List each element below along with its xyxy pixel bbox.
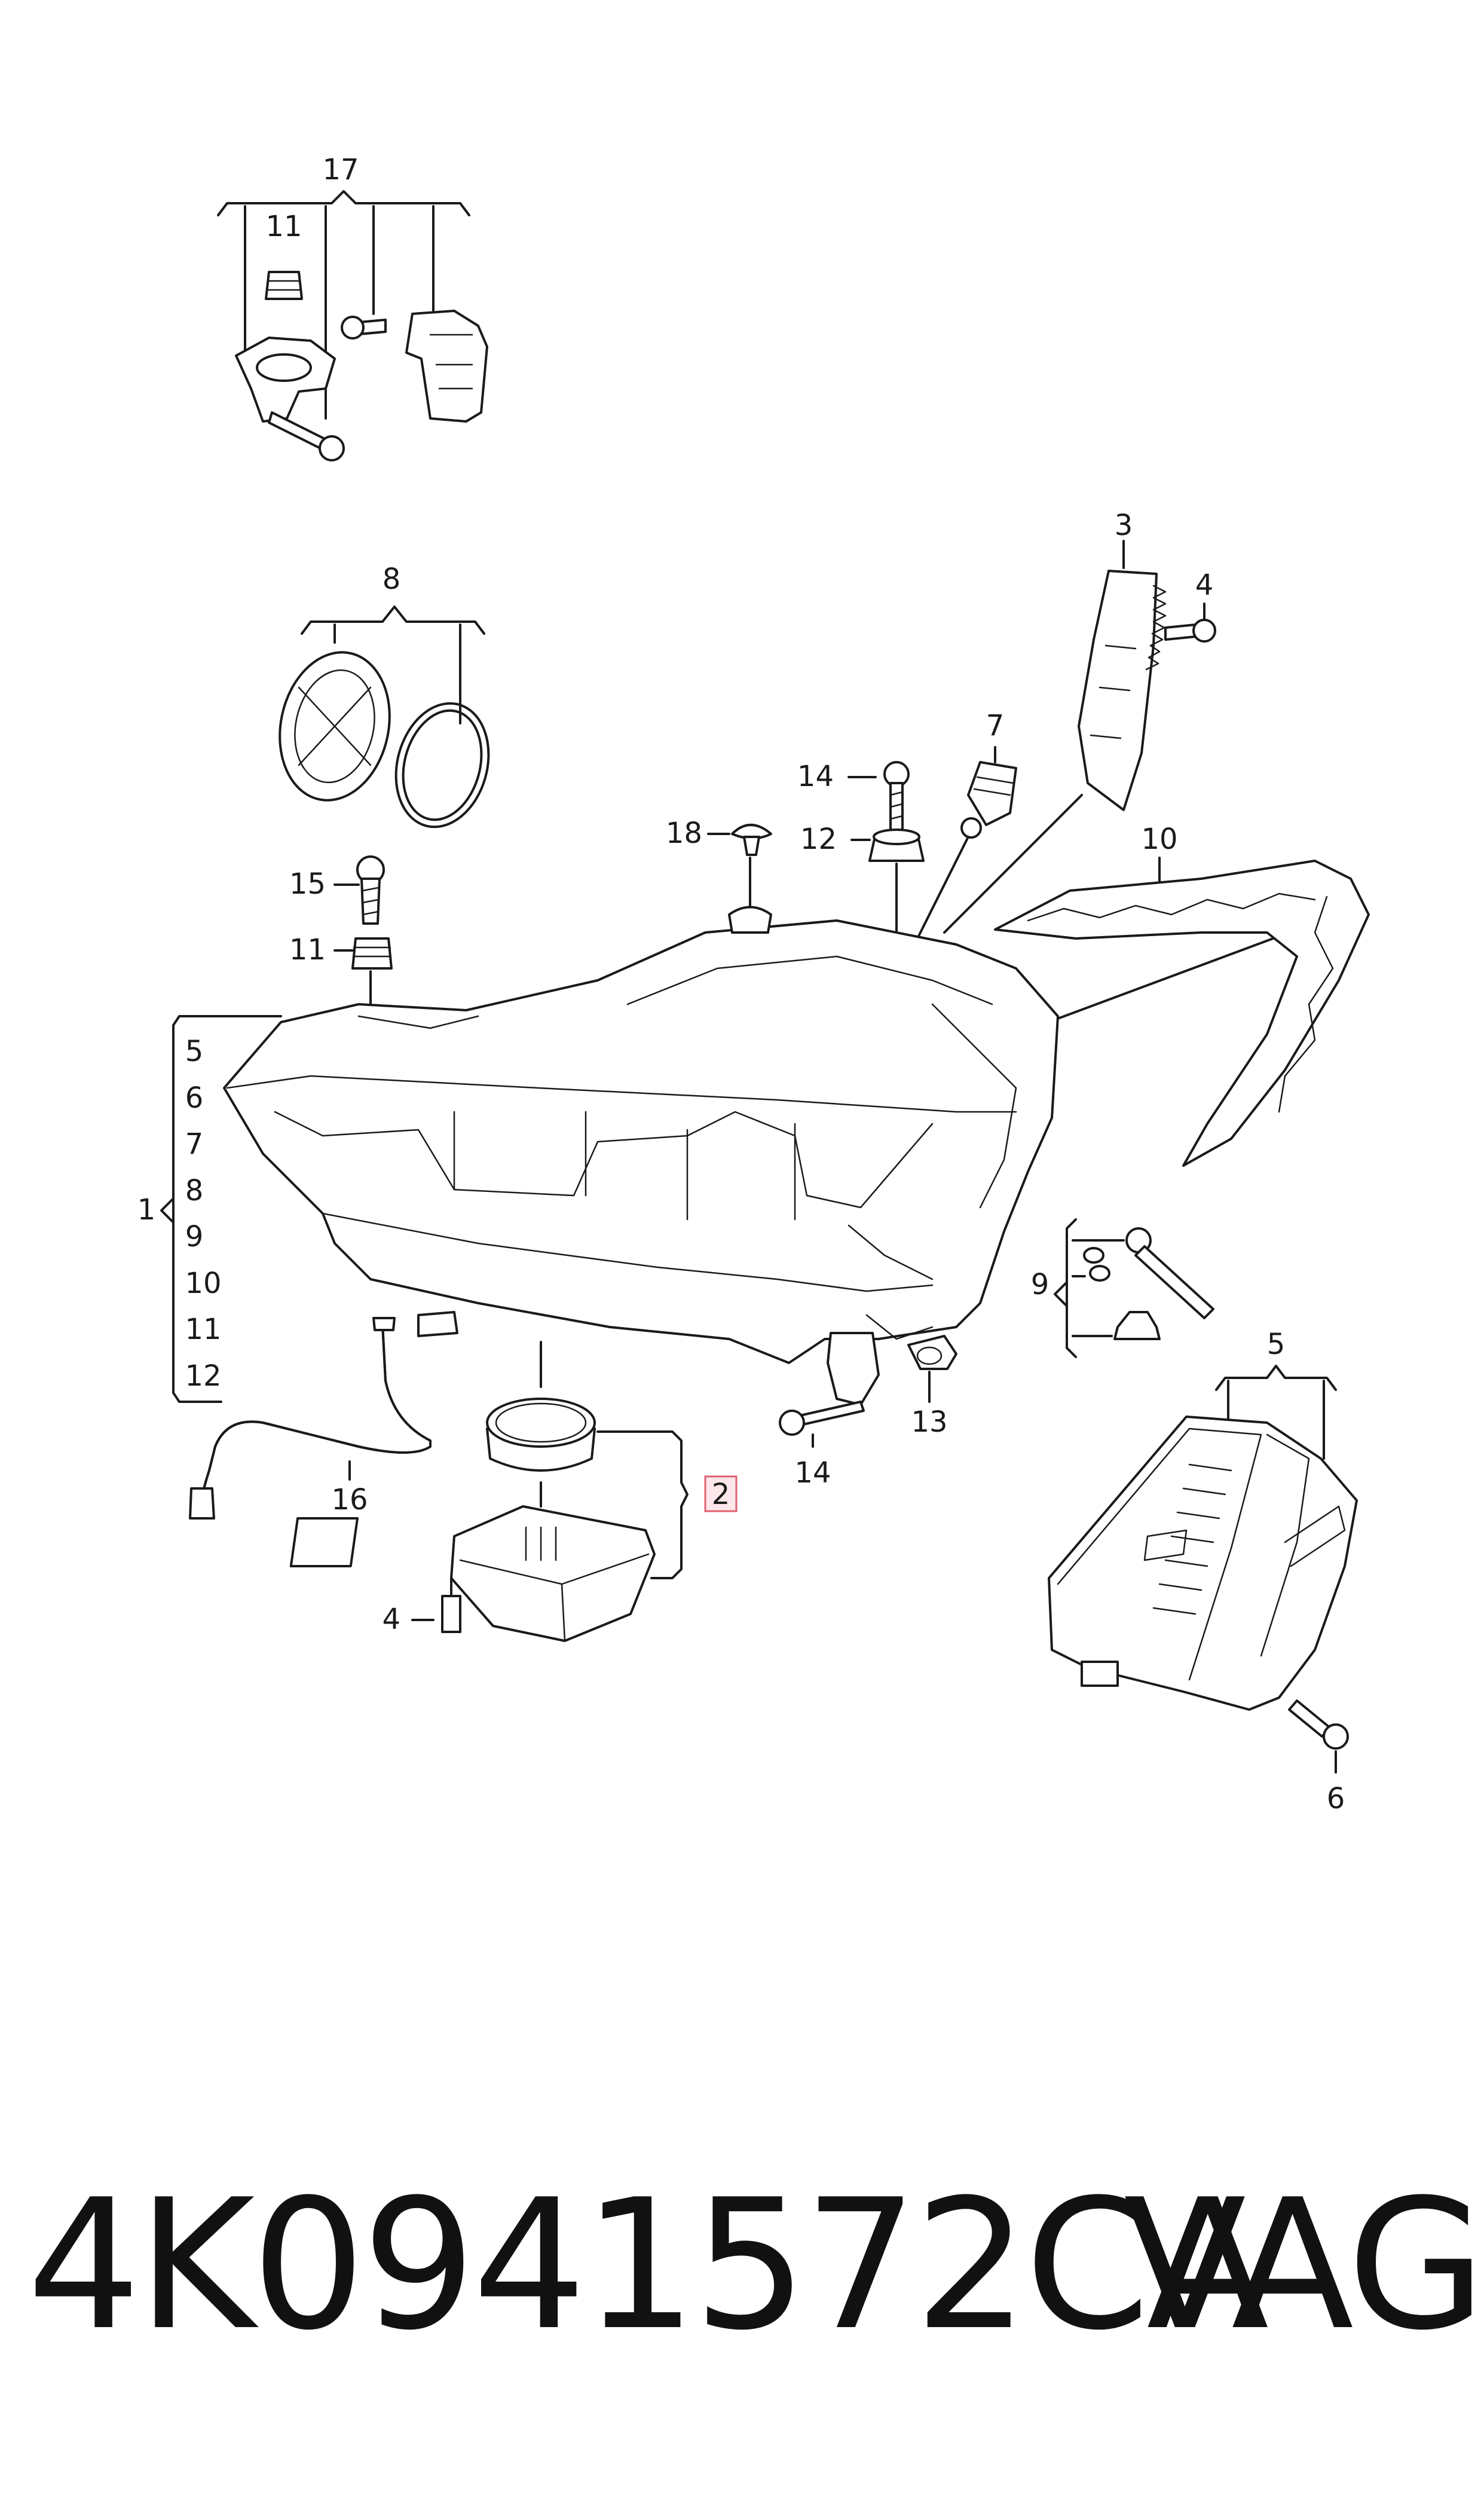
callout-16: 16 (331, 1483, 368, 1517)
callout-1-list-11: 11 (185, 1313, 221, 1346)
callout-1-list-12: 12 (185, 1359, 221, 1393)
assembly-8 (279, 606, 490, 829)
callout-17: 17 (322, 153, 359, 187)
callout-1-list-9: 9 (185, 1220, 204, 1254)
callout-13: 13 (911, 1405, 947, 1439)
callout-15: 15 (289, 867, 326, 901)
assembly-2 (289, 1341, 738, 1642)
callout-1-list-6: 6 (185, 1081, 204, 1115)
callout-1-list-7: 7 (185, 1127, 204, 1161)
callout-10-right: 10 (1141, 823, 1177, 856)
callout-1-list-8: 8 (185, 1174, 204, 1207)
part-7-adjuster (916, 746, 1017, 940)
part-14-12-top (847, 761, 925, 934)
assembly-17 (217, 190, 488, 461)
callout-12-top: 12 (800, 823, 837, 856)
callout-4-bottom: 4 (382, 1603, 400, 1636)
callout-11-top: 11 (265, 210, 302, 243)
callout-9: 9 (1031, 1268, 1049, 1301)
callout-3: 3 (1115, 509, 1133, 542)
callout-1-list-10: 10 (185, 1267, 221, 1300)
callout-18: 18 (666, 817, 702, 850)
callout-7: 7 (986, 709, 1005, 742)
part-18-clip (707, 824, 772, 910)
callout-5: 5 (1267, 1328, 1286, 1361)
callout-14-bottom: 14 (794, 1456, 831, 1490)
callout-1: 1 (137, 1193, 156, 1227)
brand-label: VAG (1124, 2161, 1484, 2370)
callout-8: 8 (383, 562, 401, 596)
callout-2: 2 (712, 1478, 730, 1511)
part-15-11-mid (333, 855, 393, 1011)
part-16-cable (189, 1317, 432, 1520)
callout-1-list-5: 5 (185, 1035, 204, 1068)
assembly-9 (1054, 1218, 1214, 1358)
part-13-14-bottom (779, 1335, 957, 1448)
part-number: 4K0941572CA (27, 2161, 1269, 2370)
callout-4-top: 4 (1195, 568, 1214, 602)
callout-14-top: 14 (797, 760, 834, 793)
part-3-bracket (943, 540, 1216, 934)
headlight-housing (223, 906, 1059, 1406)
callout-1-bracket (160, 1015, 282, 1403)
callout-6: 6 (1327, 1782, 1345, 1815)
callout-11-mid: 11 (289, 933, 326, 967)
assembly-5 (1048, 1365, 1358, 1774)
